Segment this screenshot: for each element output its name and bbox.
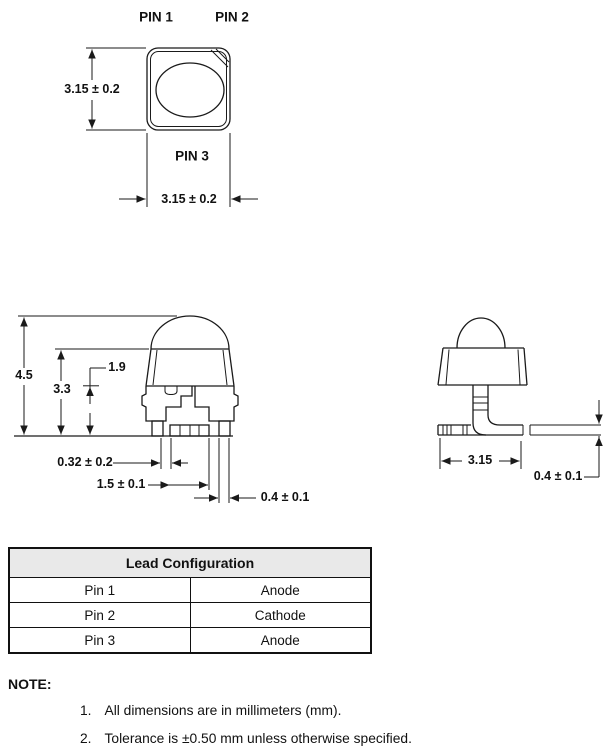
- pin-cell: Pin 2: [8, 602, 191, 628]
- top-view-outline: [86, 47, 258, 207]
- lead-configuration-table: Lead Configuration Pin 1 Anode Pin 2 Cat…: [8, 547, 372, 654]
- table-title: Lead Configuration: [8, 547, 372, 578]
- note-text: Tolerance is ±0.50 mm unless otherwise s…: [104, 731, 412, 746]
- dome-side: [456, 317, 506, 349]
- pin1-label: PIN 1: [139, 9, 173, 25]
- lead-gap-dim-label: 0.32 ± 0.2: [57, 455, 113, 470]
- function-cell: Cathode: [189, 602, 372, 628]
- note-item: 2. Tolerance is ±0.50 mm unless otherwis…: [80, 731, 412, 746]
- function-cell: Anode: [189, 577, 372, 603]
- cup-notch: [164, 386, 178, 396]
- pin3-label: PIN 3: [175, 148, 209, 164]
- lens-ellipse: [155, 62, 225, 118]
- overall-height-dim-label: 4.5: [13, 368, 35, 383]
- side-view-outline: [437, 317, 603, 478]
- topview-width-dim-label: 3.15 ± 0.2: [161, 192, 217, 207]
- leadframe-height-dim-label: 1.9: [108, 360, 126, 375]
- pin-cell: Pin 1: [8, 577, 191, 603]
- lead-1: [151, 420, 164, 437]
- table-header-row: Lead Configuration: [8, 547, 372, 578]
- lead-2: [218, 420, 231, 437]
- chamfer-line: [210, 49, 229, 68]
- note-heading: NOTE:: [8, 676, 52, 692]
- note-item: 1. All dimensions are in millimeters (mm…: [80, 703, 341, 718]
- depth-dim-label: 3.15: [465, 453, 495, 468]
- dome-front: [150, 315, 230, 350]
- pad-width-dim-label: 1.5 ± 0.1: [96, 477, 146, 492]
- function-cell: Anode: [189, 627, 372, 654]
- lead-thickness-dim-label: 0.4 ± 0.1: [533, 469, 583, 484]
- note-text: All dimensions are in millimeters (mm).: [104, 703, 342, 718]
- note-number: 2.: [80, 731, 92, 746]
- table-row: Pin 1 Anode: [8, 577, 372, 603]
- lead-width-dim-label: 0.4 ± 0.1: [260, 490, 310, 505]
- body-height-dim-label: 3.3: [51, 382, 73, 397]
- pin2-label: PIN 2: [215, 9, 249, 25]
- note-number: 1.: [80, 703, 92, 718]
- table-row: Pin 3 Anode: [8, 627, 372, 654]
- pin-cell: Pin 3: [8, 627, 191, 654]
- topview-height-dim-label: 3.15 ± 0.2: [62, 82, 122, 97]
- table-row: Pin 2 Cathode: [8, 602, 372, 628]
- front-view-outline: [14, 315, 256, 503]
